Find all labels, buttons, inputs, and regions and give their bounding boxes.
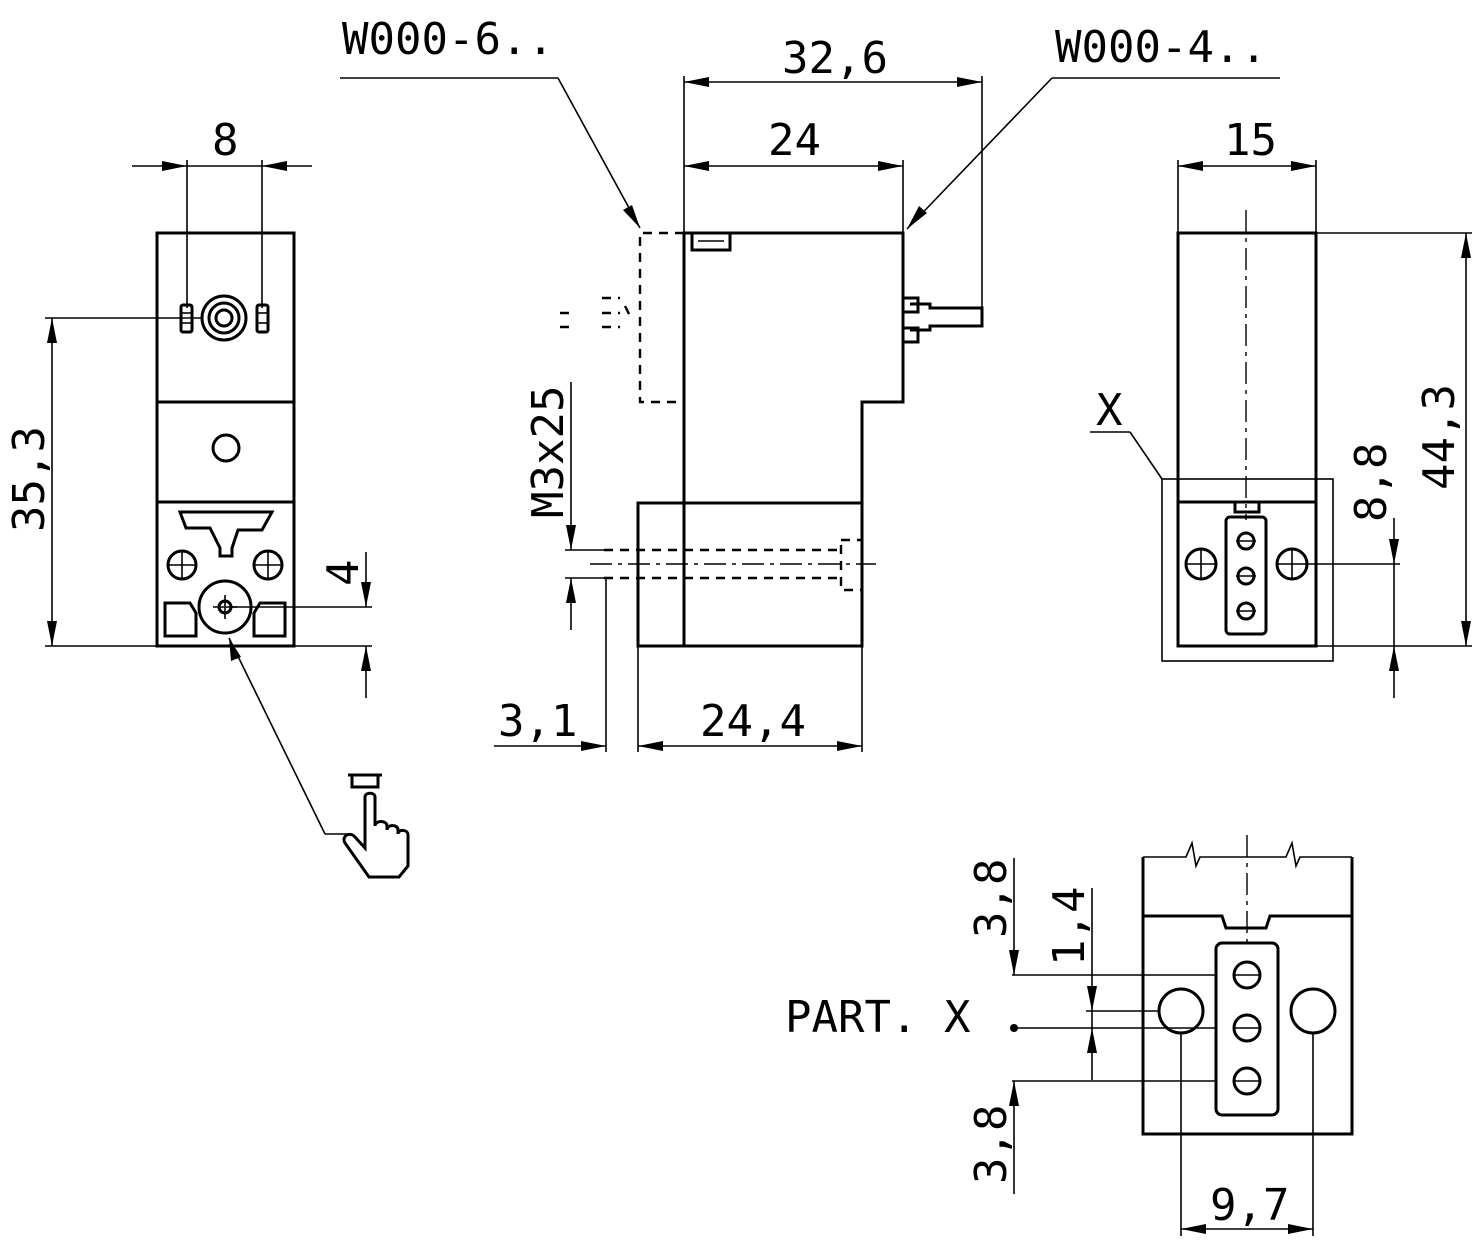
front-view: 8 35,3 4 [4, 115, 410, 879]
rear-height-dimension: 44,3 [1414, 384, 1465, 490]
rear-width-dimension: 15 [1224, 115, 1277, 166]
front-offset-dimension: 4 [318, 560, 369, 587]
side-total-dimension: 32,6 [782, 33, 888, 84]
front-height-dimension: 35,3 [4, 426, 55, 532]
detail-pitch-dimension: 1,4 [1044, 887, 1095, 966]
part-w6-label: W000-6.. [342, 14, 554, 65]
thread-label: M3x25 [523, 386, 574, 518]
side-offset-dimension: 3,1 [498, 696, 577, 747]
detail-title: PART. X [785, 992, 971, 1043]
side-body-dimension: 24 [768, 115, 821, 166]
side-base-dimension: 24,4 [700, 696, 806, 747]
rear-port-dimension: 8,8 [1346, 443, 1397, 522]
detail-x-view: PART. X 3,8 1,4 3,8 9,7 [785, 835, 1354, 1236]
rear-view: X 15 44,3 8,8 [1090, 115, 1472, 698]
detail-bottom-dimension: 3,8 [966, 1105, 1017, 1184]
detail-x-marker: X [1096, 385, 1123, 436]
front-width-dimension: 8 [212, 115, 239, 166]
detail-top-dimension: 3,8 [966, 859, 1017, 938]
part-w4-label: W000-4.. [1055, 22, 1267, 73]
detail-width-dimension: 9,7 [1210, 1180, 1289, 1231]
side-view: M3x25 32,6 24 3,1 24,4 W000-6.. W000 [340, 14, 1280, 752]
manual-override-icon [342, 773, 410, 879]
